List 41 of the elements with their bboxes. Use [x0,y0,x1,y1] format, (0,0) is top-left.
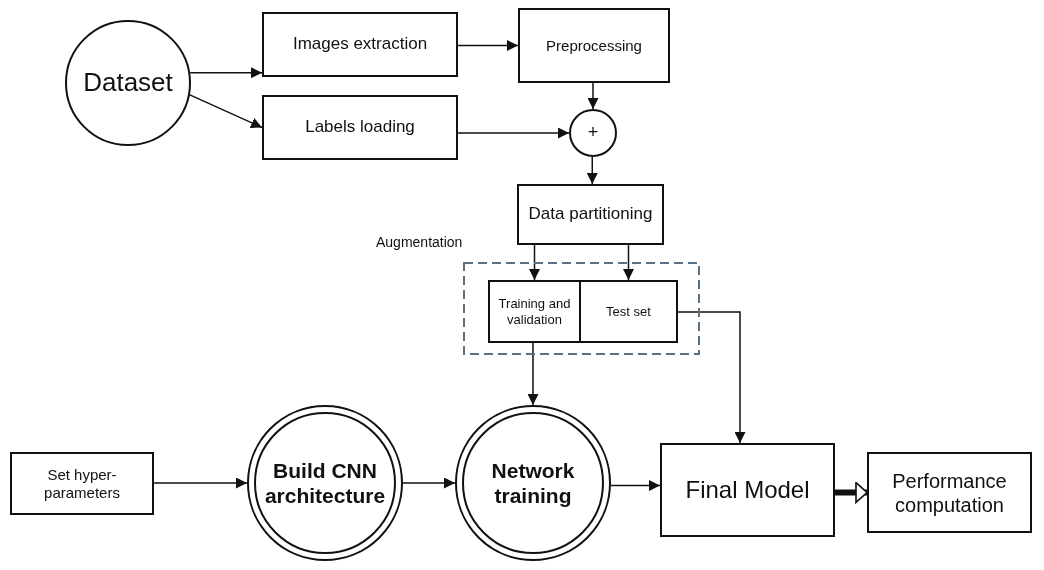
arrow [189,94,263,129]
node-label: Final Model [685,475,810,505]
node-label: Data partitioning [528,204,653,225]
node-label: Build CNN architecture [264,457,386,509]
node-label: Images extraction [292,34,428,55]
node-label: Performance computation [891,468,1008,517]
arrow [610,480,661,492]
process-box [579,280,678,343]
arrow [677,311,746,444]
process-box [488,280,581,343]
process-double-circle [247,405,403,561]
arrow [587,82,599,110]
arrow [529,244,540,281]
process-double-circle [455,405,611,561]
arrow [623,244,634,281]
arrow [527,342,539,406]
arrow [457,40,519,51]
process-box [518,8,670,83]
arrow [586,156,598,185]
process-circle [65,20,191,146]
node-label: Network training [490,457,576,509]
node-label: Labels loading [305,117,415,138]
sum-junction-circle [569,109,617,157]
arrow [153,477,248,489]
process-box [262,12,458,77]
arrow [402,477,456,489]
process-box [262,95,458,160]
process-box [10,452,154,515]
process-box [517,184,664,245]
node-label: Dataset [83,67,173,99]
arrow [835,481,868,504]
node-label: Test set [606,303,651,320]
node-label: Training and validation [497,295,572,328]
arrow [457,127,570,139]
node-label: Preprocessing [546,36,642,55]
process-box [660,443,835,537]
node-label: Set hyper-parameters [43,465,121,502]
process-box [867,452,1032,533]
node-label: + [587,122,599,144]
group-heading: Augmentation [376,234,463,250]
arrow [189,67,263,79]
